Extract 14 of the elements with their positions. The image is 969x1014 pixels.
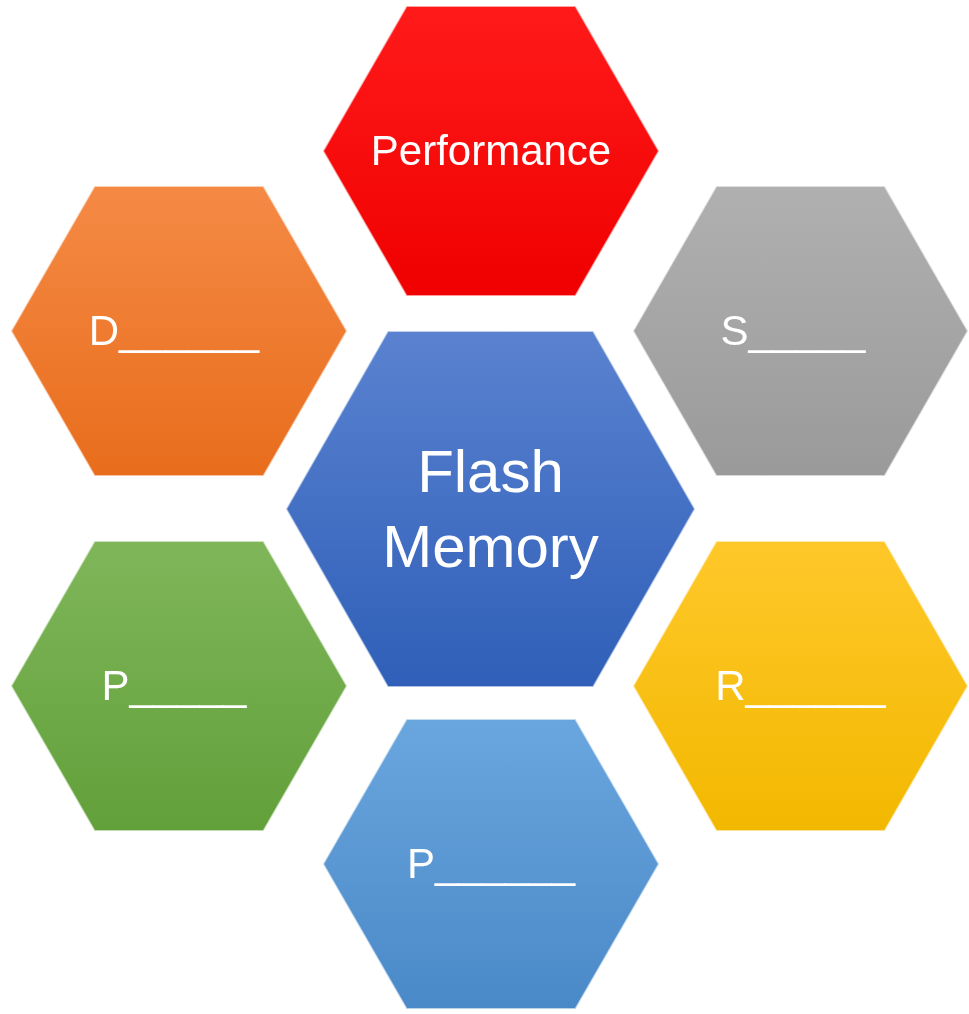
hexagon [285,330,696,688]
hexagon-label: P_____ [101,660,247,711]
hexagon-label: P______ [406,838,576,889]
hexagon [10,185,348,477]
hexagon [632,185,969,477]
hexagon-label: Performance [370,125,612,176]
hexagon [632,540,969,832]
hexagon-label: S_____ [720,305,866,356]
hexagon-label: D______ [88,305,260,356]
hexagon [322,718,660,1010]
hexagon-label: R______ [715,660,886,711]
hexagon [322,5,660,297]
hexagon-label: Flash Memory [381,437,600,582]
hexagon [10,540,348,832]
